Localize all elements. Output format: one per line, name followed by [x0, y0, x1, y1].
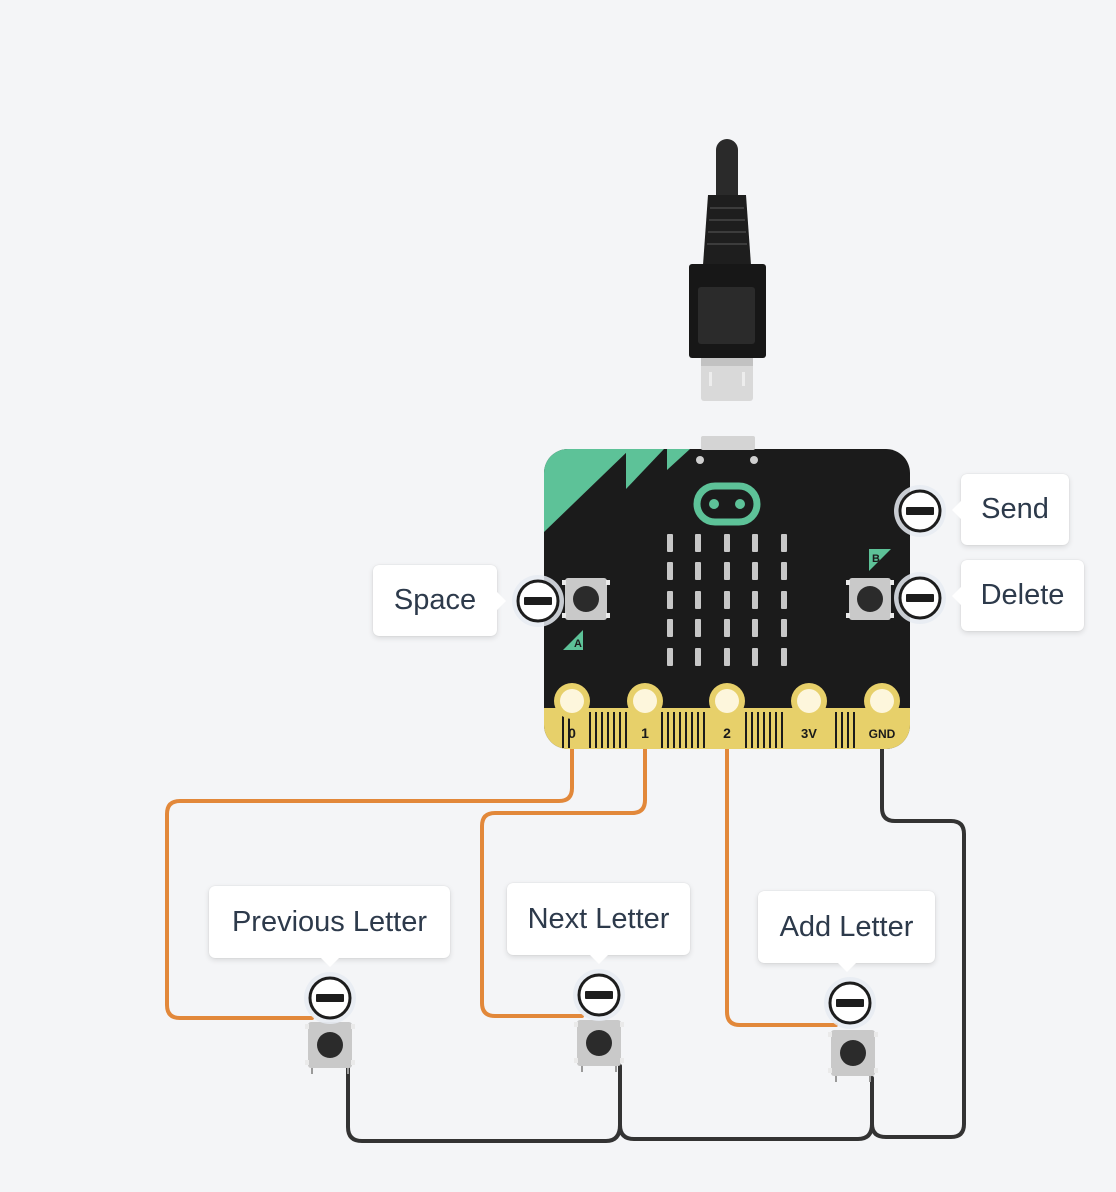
- button-b[interactable]: [846, 578, 894, 620]
- usb-cable-icon[interactable]: [689, 139, 766, 401]
- led-1-1: [695, 562, 701, 580]
- label-previous-letter[interactable]: Previous Letter: [209, 886, 450, 967]
- led-4-1: [695, 648, 701, 666]
- minus-circle-icon[interactable]: [304, 972, 356, 1024]
- button-a[interactable]: [562, 578, 610, 620]
- microbit-board: 0 1 2 3V GND A B: [544, 436, 910, 749]
- pushbutton-next-letter[interactable]: [574, 1020, 624, 1072]
- led-0-1: [695, 534, 701, 552]
- board-usb-port: [701, 436, 755, 450]
- minus-circle-icon[interactable]: [512, 575, 564, 627]
- led-0-2: [724, 534, 730, 552]
- led-1-0: [667, 562, 673, 580]
- pin-pads: [554, 683, 900, 719]
- minus-circle-icon[interactable]: [824, 977, 876, 1029]
- microbit-logo-icon[interactable]: [693, 482, 761, 526]
- label-add-letter[interactable]: Add Letter: [758, 891, 935, 972]
- label-delete[interactable]: Delete: [952, 560, 1084, 631]
- led-matrix: [667, 534, 787, 666]
- led-0-0: [667, 534, 673, 552]
- label-next-letter[interactable]: Next Letter: [507, 883, 690, 964]
- pushbutton-previous-letter[interactable]: [305, 1022, 355, 1074]
- minus-circle-icon[interactable]: [894, 485, 946, 537]
- edge-connector: [562, 712, 855, 748]
- led-3-2: [724, 619, 730, 637]
- led-2-1: [695, 591, 701, 609]
- led-0-3: [752, 534, 758, 552]
- led-4-2: [724, 648, 730, 666]
- led-3-3: [752, 619, 758, 637]
- wires: [165, 746, 966, 1143]
- led-3-1: [695, 619, 701, 637]
- pin-label-1: 1: [641, 725, 649, 741]
- button-b-label: B: [872, 553, 880, 565]
- label-space[interactable]: Space: [373, 565, 506, 636]
- led-3-0: [667, 619, 673, 637]
- led-2-4: [781, 591, 787, 609]
- led-0-4: [781, 534, 787, 552]
- led-1-2: [724, 562, 730, 580]
- led-1-3: [752, 562, 758, 580]
- wire-pin2[interactable]: [725, 746, 838, 1027]
- led-3-4: [781, 619, 787, 637]
- button-a-label: A: [574, 638, 582, 650]
- wire-pin1[interactable]: [480, 746, 647, 1018]
- led-2-0: [667, 591, 673, 609]
- led-2-3: [752, 591, 758, 609]
- led-4-0: [667, 648, 673, 666]
- led-4-3: [752, 648, 758, 666]
- led-2-2: [724, 591, 730, 609]
- wire-pin0[interactable]: [165, 746, 574, 1020]
- wire-gnd[interactable]: [346, 746, 966, 1143]
- led-4-4: [781, 648, 787, 666]
- label-send[interactable]: Send: [952, 474, 1069, 545]
- minus-circle-icon[interactable]: [573, 969, 625, 1021]
- minus-circle-icon[interactable]: [894, 572, 946, 624]
- pin-label-2: 2: [723, 725, 731, 741]
- pin-label-gnd: GND: [869, 727, 896, 741]
- pushbutton-add-letter[interactable]: [828, 1030, 878, 1082]
- pin-label-3v: 3V: [801, 726, 817, 741]
- led-1-4: [781, 562, 787, 580]
- pin-label-0: 0: [568, 725, 576, 741]
